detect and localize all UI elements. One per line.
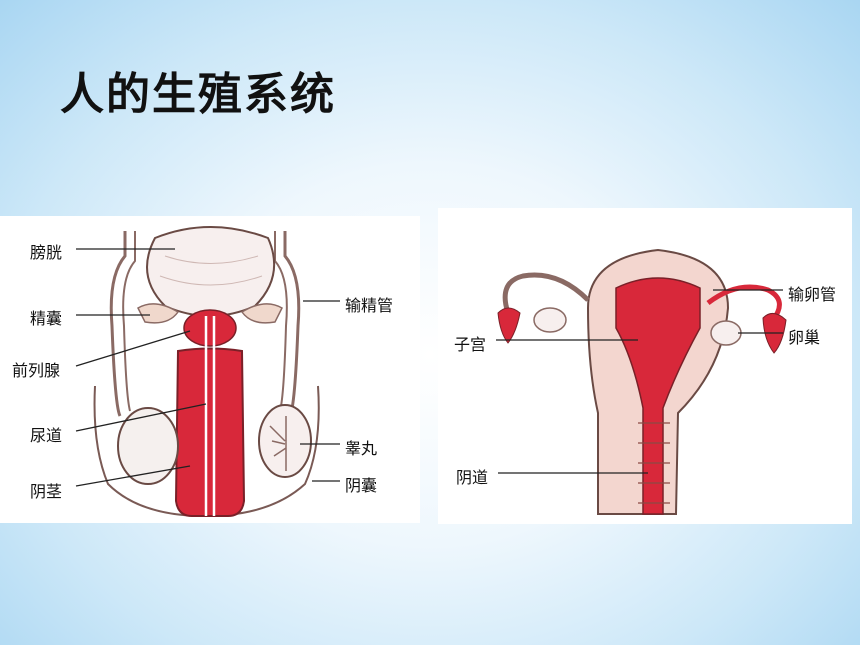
female-reproductive-diagram: 子宫 阴道 输卵管 卵巢 — [438, 208, 852, 524]
penis-shape — [174, 347, 246, 517]
left-testis — [117, 407, 179, 485]
left-vas-deferens — [109, 231, 127, 417]
label-oviduct: 输卵管 — [788, 285, 837, 304]
left-fimbriae — [497, 307, 521, 344]
label-urethra: 尿道 — [30, 426, 63, 445]
label-seminal-vesicle: 精囊 — [30, 309, 63, 328]
urethra-shape — [204, 316, 216, 516]
bladder-shape — [146, 226, 276, 317]
label-vas-deferens: 输精管 — [345, 296, 394, 315]
male-diagram-drawing — [75, 226, 340, 518]
label-testis: 睾丸 — [345, 439, 378, 458]
vagina-texture — [638, 422, 670, 504]
right-ovary — [710, 320, 742, 346]
left-vas-deferens-inner — [122, 231, 136, 412]
slide-title: 人的生殖系统 — [60, 69, 336, 120]
right-vas-deferens — [283, 231, 301, 417]
label-ovary: 卵巢 — [788, 328, 821, 347]
label-bladder: 膀胱 — [30, 243, 63, 262]
left-ovary — [533, 307, 567, 333]
male-reproductive-diagram: 膀胱 精囊 前列腺 尿道 阴茎 输精管 睾丸 阴囊 — [0, 216, 420, 523]
right-seminal-vesicle — [240, 303, 283, 324]
label-scrotum: 阴囊 — [345, 476, 378, 495]
female-diagram-drawing — [496, 248, 787, 515]
right-vas-deferens-inner — [274, 231, 288, 412]
label-prostate: 前列腺 — [12, 361, 61, 380]
prostate-shape — [183, 309, 237, 347]
label-uterus: 子宫 — [454, 335, 487, 354]
label-penis: 阴茎 — [30, 482, 63, 501]
label-vagina: 阴道 — [456, 468, 489, 487]
left-oviduct — [502, 272, 590, 314]
uterine-cavity — [615, 277, 701, 515]
left-seminal-vesicle — [137, 303, 180, 324]
